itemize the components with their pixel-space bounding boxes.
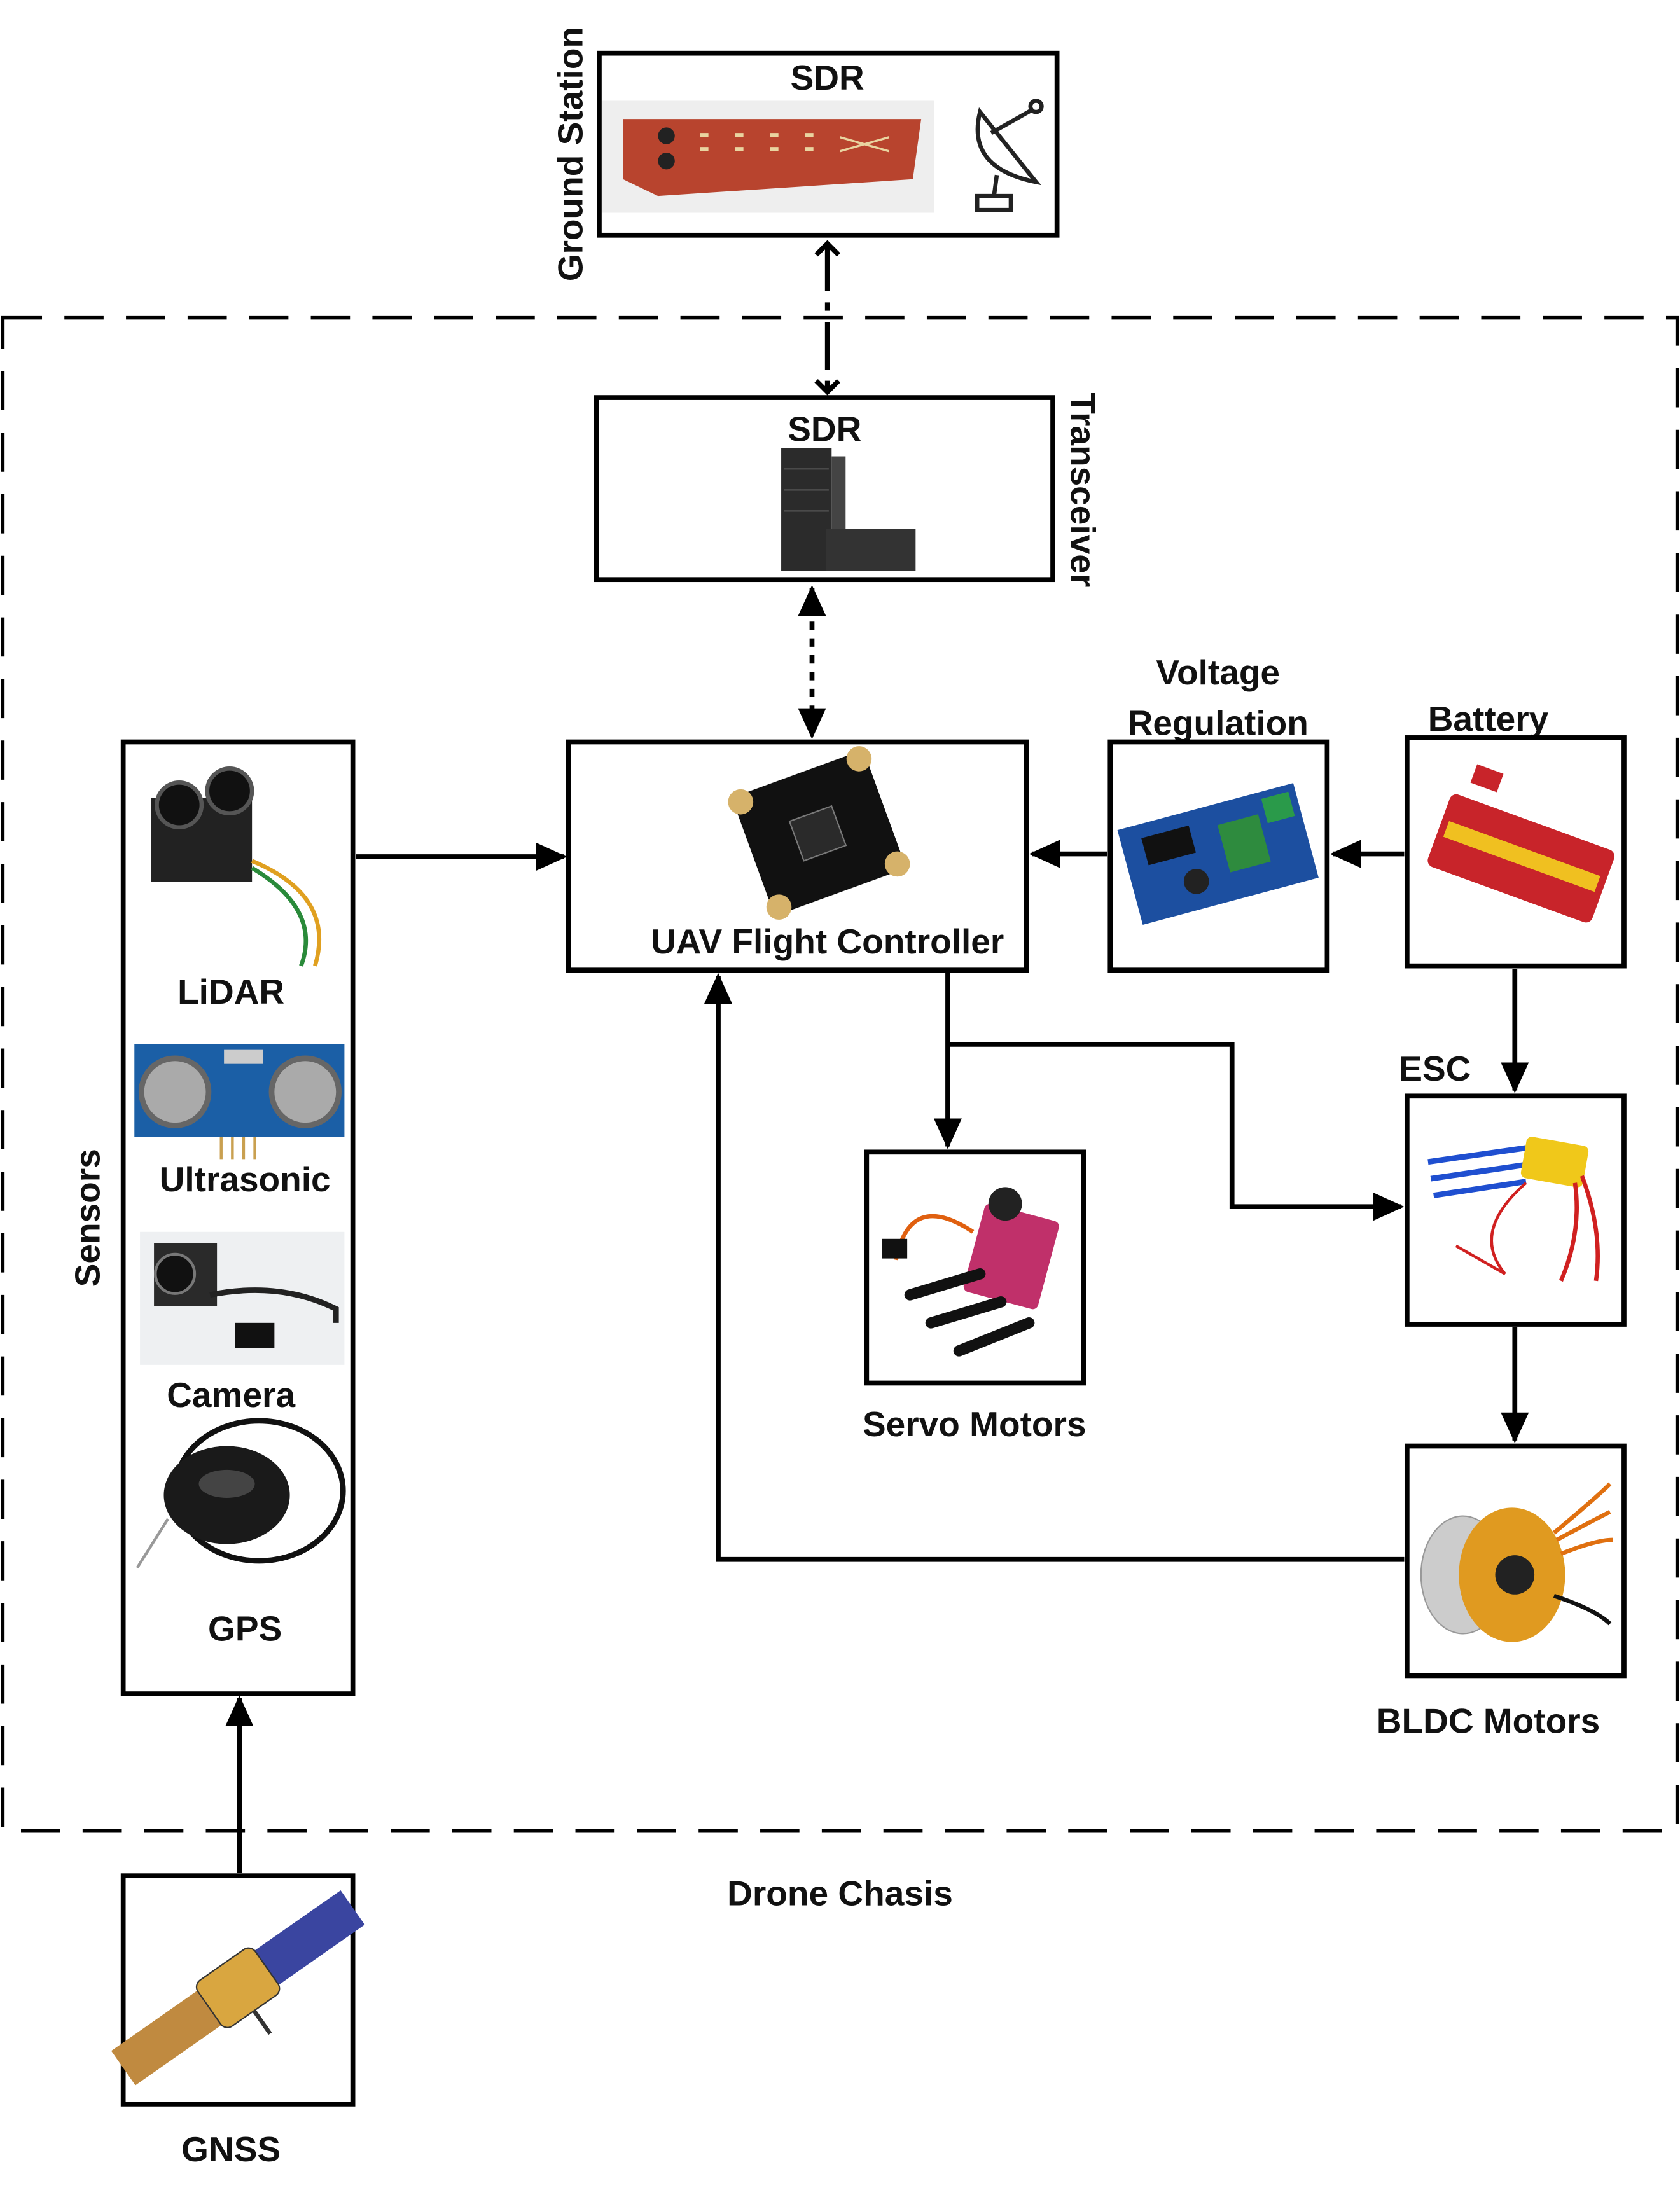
lidar-label: LiDAR (177, 972, 284, 1011)
voltage-regulation-label-line1: Voltage (1156, 653, 1280, 692)
esc-image (1427, 1137, 1600, 1282)
esc-label: ESC (1399, 1049, 1471, 1088)
ground-station-block: SDR Ground Station (551, 27, 1060, 281)
ground-station-label: Ground Station (551, 27, 590, 281)
servo-label: Servo Motors (863, 1404, 1086, 1444)
flight-controller-label: UAV Flight Controller (651, 922, 1004, 961)
sensors-label: Sensors (67, 1149, 107, 1287)
flight-controller-image (728, 746, 910, 920)
satellite-dish-icon (975, 99, 1044, 212)
transceiver-sdr-title: SDR (788, 409, 861, 448)
camera-label: Camera (167, 1375, 295, 1415)
fc-to-esc-arrow (947, 1042, 1405, 1221)
esc-block: ESC (1399, 1049, 1627, 1327)
chassis-label: Drone Chasis (727, 1873, 953, 1913)
sdr-module-image (781, 448, 916, 571)
bldc-label: BLDC Motors (1377, 1701, 1600, 1741)
battery-label: Battery (1428, 699, 1549, 738)
gps-label: GPS (208, 1609, 282, 1648)
flight-controller-block: UAV Flight Controller (566, 739, 1029, 973)
bldc-to-fc-feedback-arrow (704, 973, 1405, 1562)
sdr-board-image (602, 100, 934, 213)
servo-block: Servo Motors (863, 1149, 1086, 1444)
ground-sdr-title: SDR (791, 58, 864, 97)
satellite-image (111, 1890, 365, 2086)
ultrasonic-image (134, 1044, 345, 1160)
gnss-block: GNSS (111, 1873, 365, 2169)
servo-image (882, 1187, 1059, 1357)
camera-image (140, 1231, 345, 1365)
sensors-block: Sensors LiDAR Ultrasonic Camera (67, 739, 356, 1696)
bldc-block: BLDC Motors (1377, 1443, 1627, 1741)
voltage-regulation-label-line2: Regulation (1128, 703, 1309, 742)
voltage-regulation-block: Voltage Regulation (1107, 653, 1330, 973)
voltage-regulator-image (1117, 783, 1319, 925)
battery-image (1427, 764, 1615, 923)
transceiver-label: Transceiver (1064, 392, 1103, 587)
gps-image (135, 1418, 346, 1569)
bldc-motor-image (1420, 1482, 1613, 1642)
battery-block: Battery (1404, 699, 1627, 969)
transceiver-block: SDR Transceiver (594, 392, 1103, 587)
ultrasonic-label: Ultrasonic (160, 1160, 331, 1199)
lidar-image (151, 766, 322, 967)
gnss-label: GNSS (181, 2129, 281, 2169)
